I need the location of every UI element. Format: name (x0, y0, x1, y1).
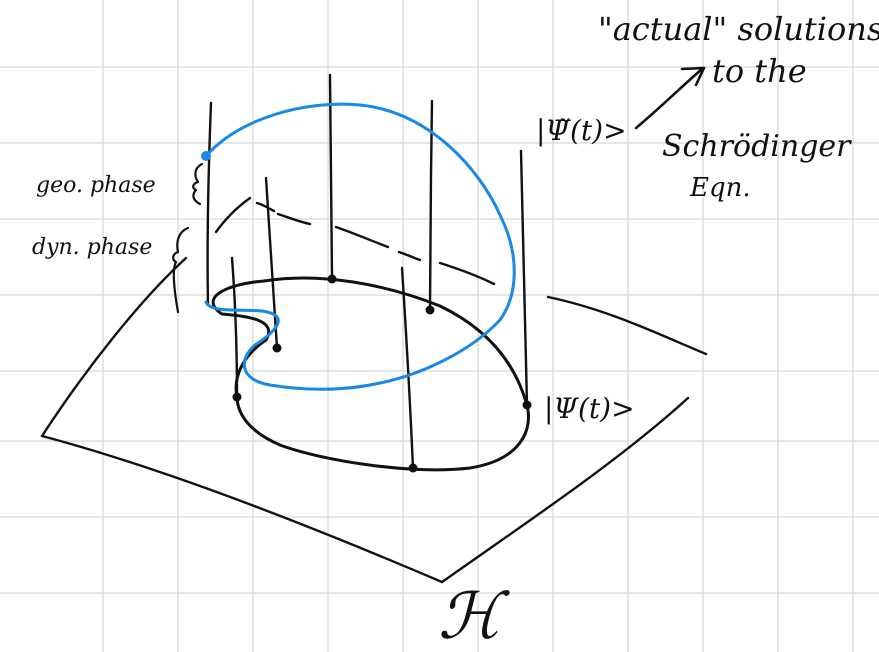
actual-solution-curve (204, 102, 516, 391)
fibre-7 (519, 149, 529, 407)
base-points (232, 274, 532, 473)
base-point (522, 400, 532, 410)
base-point (425, 305, 435, 315)
phase-brackets (172, 162, 204, 314)
dyn-phase-brace (172, 226, 190, 314)
hilbert-space-sheet (40, 256, 708, 584)
hilbert-space-label: ℋ (438, 580, 510, 652)
geo-phase-label: geo. phase (36, 173, 156, 198)
sheet-left-edge (40, 256, 188, 438)
sheet-right-edge (440, 396, 690, 584)
base-point (327, 274, 337, 284)
base-loop (211, 276, 530, 472)
fibre-1 (206, 101, 213, 307)
base-point (272, 343, 282, 353)
fibre-2 (230, 256, 239, 400)
fibre-5 (428, 99, 434, 312)
base-point (408, 463, 418, 473)
psi-tilde-label: |Ψ̃(t)> (536, 114, 627, 147)
geo-phase-brace (192, 162, 204, 206)
eqn-label: Eqn. (689, 173, 751, 203)
callout-arrow (634, 66, 706, 130)
to-the-label: to the (712, 52, 807, 90)
fibres (206, 73, 529, 470)
fibre-6 (400, 266, 415, 470)
sheet-back-edge (546, 295, 708, 356)
fibre-3 (264, 176, 279, 350)
base-point (232, 392, 242, 402)
psi-label: |Ψ(t)> (544, 392, 635, 425)
schrodinger-label: Schrödinger (662, 129, 852, 164)
fibre-4 (328, 73, 334, 279)
dyn-phase-label: dyn. phase (32, 235, 152, 260)
solution-start-point (201, 151, 211, 161)
actual-solutions-label: "actual" solutions (598, 10, 879, 48)
dashed-lift (214, 196, 496, 286)
sheet-bottom-edge (40, 434, 444, 584)
